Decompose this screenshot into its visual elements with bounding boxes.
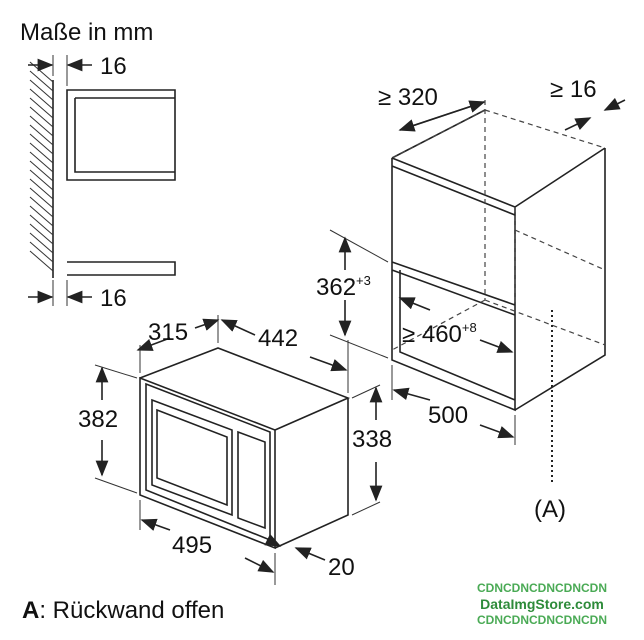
wall-hatching bbox=[29, 61, 54, 272]
dim-cabinet-height: 362+3 bbox=[316, 273, 371, 301]
watermark: CDNCDNCDNCDNCDN DataImgStore.com CDNCDNC… bbox=[452, 580, 632, 628]
side-view: 16 16 bbox=[28, 53, 176, 312]
hatch-line bbox=[29, 214, 54, 236]
hatch-line bbox=[29, 106, 54, 128]
watermark-line3: CDNCDNCDNCDNCDN bbox=[477, 613, 607, 627]
dim-depth: 315 bbox=[148, 319, 188, 346]
hatch-line bbox=[29, 205, 54, 227]
hatch-line bbox=[29, 133, 54, 155]
dim-top-gap: 16 bbox=[100, 53, 127, 80]
microwave-drawing: 315 442 382 338 495 20 bbox=[78, 315, 392, 585]
hatch-line bbox=[29, 196, 54, 218]
dim-front-depth: 20 bbox=[328, 554, 355, 581]
dim-body-height: 338 bbox=[352, 426, 392, 453]
cabinet-drawing: ≥ 320 ≥ 16 362+3 ≥ 460+8 500 (A) bbox=[316, 76, 626, 523]
hatch-line bbox=[29, 241, 54, 263]
marker-a: (A) bbox=[534, 496, 566, 523]
dim-front-height: 382 bbox=[78, 406, 118, 433]
hatch-line bbox=[29, 70, 54, 92]
dim-cabinet-depth-min: ≥ 320 bbox=[378, 84, 438, 111]
hatch-line bbox=[29, 250, 54, 272]
hatch-line bbox=[29, 79, 54, 101]
dim-side-gap: ≥ 16 bbox=[550, 76, 597, 103]
hatch-line bbox=[29, 124, 54, 146]
hatch-line bbox=[29, 232, 54, 254]
hatch-line bbox=[29, 169, 54, 191]
dim-body-width: 442 bbox=[258, 325, 298, 352]
legend: A: Rückwand offen bbox=[22, 597, 224, 624]
hatch-line bbox=[29, 223, 54, 245]
hatch-line bbox=[29, 178, 54, 200]
dim-front-width: 495 bbox=[172, 532, 212, 559]
dim-cabinet-depth: 500 bbox=[428, 402, 468, 429]
dim-cabinet-width-min: ≥ 460+8 bbox=[402, 320, 477, 348]
hatch-line bbox=[29, 151, 54, 173]
hatch-line bbox=[29, 187, 54, 209]
watermark-line1: CDNCDNCDNCDNCDN bbox=[477, 581, 607, 595]
watermark-line2: DataImgStore.com bbox=[480, 596, 604, 612]
hatch-line bbox=[29, 115, 54, 137]
dim-bottom-gap: 16 bbox=[100, 285, 127, 312]
hatch-line bbox=[29, 142, 54, 164]
hatch-line bbox=[29, 160, 54, 182]
hatch-line bbox=[29, 88, 54, 110]
hatch-line bbox=[29, 97, 54, 119]
title: Maße in mm bbox=[20, 19, 153, 46]
